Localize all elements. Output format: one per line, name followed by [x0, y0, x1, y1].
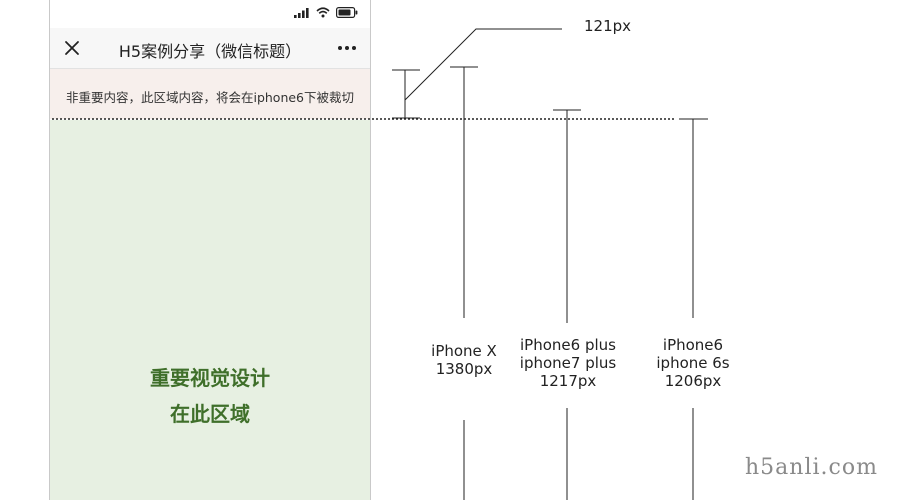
device-height: 1380px: [435, 360, 493, 378]
main-caption-line-1: 重要视觉设计: [150, 366, 270, 390]
wifi-icon: [316, 7, 330, 18]
device-name: iPhone6: [662, 336, 724, 354]
status-icons: [294, 7, 358, 18]
more-icon[interactable]: [336, 38, 358, 58]
main-caption-line-2: 在此区域: [170, 402, 250, 426]
crop-notice: 非重要内容，此区域内容，将会在iphone6下被裁切: [65, 90, 355, 105]
signal-icon: [294, 7, 309, 18]
iphone6-plus-label: iPhone6 plus iphone7 plus 1217px: [512, 336, 624, 390]
device-name: iPhone X: [431, 342, 497, 360]
status-bar: [50, 0, 370, 28]
important-visual-zone: 重要视觉设计 在此区域: [50, 120, 370, 500]
crop-height-measure: [392, 28, 562, 119]
battery-icon: [336, 7, 358, 18]
iphone6-label: iPhone6 iphone 6s 1206px: [646, 336, 740, 390]
close-icon[interactable]: [62, 38, 82, 58]
iphone-x-measure: [450, 66, 478, 500]
iphone-x-label: iPhone X 1380px: [418, 342, 510, 378]
device-name: iphone7 plus: [519, 354, 617, 372]
croppable-zone: 非重要内容，此区域内容，将会在iphone6下被裁切: [50, 69, 370, 119]
iphone6-measure: [679, 118, 708, 500]
iphone6-plus-measure: [553, 109, 581, 500]
device-height: 1206px: [664, 372, 722, 390]
crop-height-label: 121px: [584, 17, 632, 35]
page-title: H5案例分享（微信标题）: [118, 42, 302, 61]
device-height: 1217px: [539, 372, 597, 390]
phone-frame: H5案例分享（微信标题） 非重要内容，此区域内容，将会在iphone6下被裁切 …: [49, 0, 371, 500]
nav-bar: H5案例分享（微信标题）: [50, 28, 370, 69]
device-name: iPhone6 plus: [520, 336, 616, 354]
watermark: h5anli.com: [745, 455, 878, 480]
device-name: iphone 6s: [656, 354, 730, 372]
